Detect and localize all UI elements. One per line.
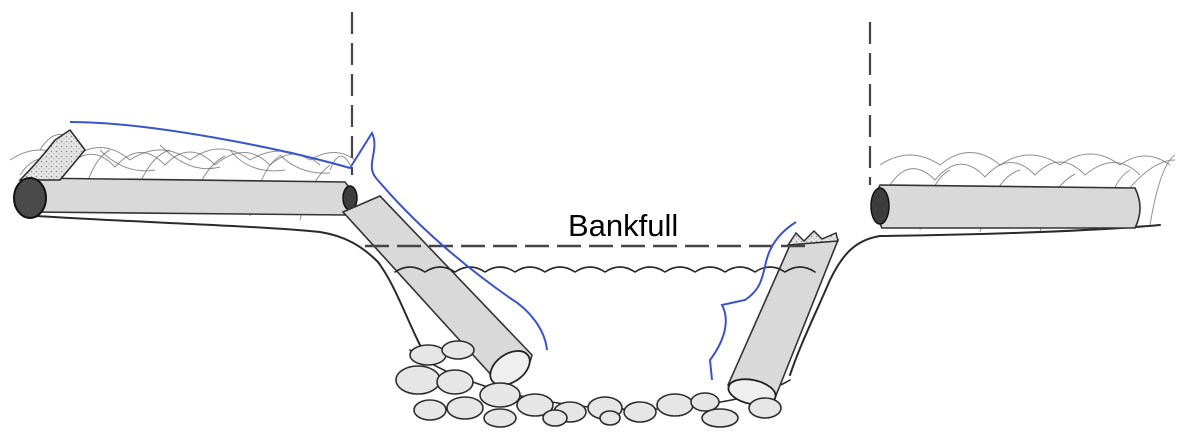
water-surface-line — [395, 267, 815, 272]
channel-bed-rocks — [396, 341, 781, 427]
right-floodplain-log — [871, 185, 1140, 228]
left-floodplain-ground-line — [22, 215, 420, 345]
left-log-end-cap — [14, 178, 46, 218]
bankfull-label: Bankfull — [568, 208, 678, 243]
left-floodplain-log — [14, 130, 357, 218]
right-floodplain-ground-line — [790, 225, 1160, 375]
right-log-end-cap — [871, 188, 889, 224]
right-channel-log — [726, 231, 838, 409]
